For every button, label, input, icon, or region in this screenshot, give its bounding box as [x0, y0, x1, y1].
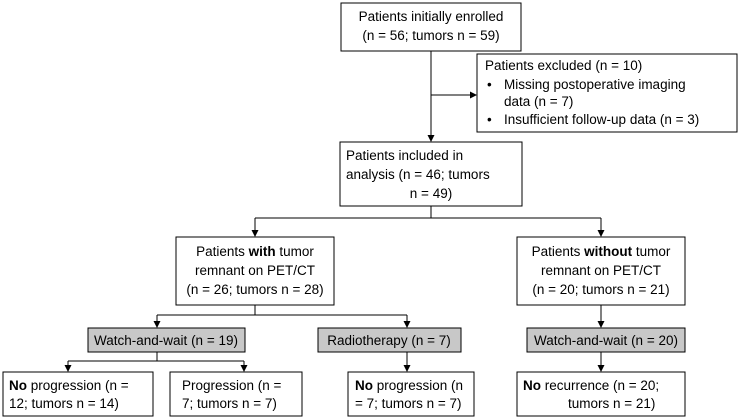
with-remnant-line1: Patients with tumor: [196, 244, 314, 259]
included-line3: n = 49): [410, 186, 452, 201]
radiotherapy-label: Radiotherapy (n = 7): [327, 333, 450, 348]
box-progression-ww: Progression (n = 7; tumors n = 7): [169, 371, 303, 417]
progression-ww-line2: 7; tumors n = 7): [182, 396, 277, 411]
box-included: Patients included in analysis (n = 46; t…: [339, 141, 523, 207]
box-watch-and-wait-with: Watch-and-wait (n = 19): [87, 327, 246, 353]
excluded-title: Patients excluded (n = 10): [485, 58, 642, 73]
box-without-remnant: Patients without tumor remnant on PET/CT…: [516, 236, 686, 306]
no-progression-rt-line1: No progression (n: [355, 378, 463, 393]
box-watch-and-wait-without: Watch-and-wait (n = 20): [526, 327, 686, 353]
without-remnant-line3: (n = 20; tumors n = 21): [532, 282, 669, 297]
no-progression-rt-line2: = 7; tumors n = 7): [355, 396, 462, 411]
without-remnant-line1: Patients without tumor: [532, 244, 671, 259]
no-recurrence-line2: tumors n = 21): [568, 396, 655, 411]
box-excluded: Patients excluded (n = 10) • Missing pos…: [476, 53, 738, 133]
box-no-progression-ww: No progression (n = 12; tumors n = 14): [2, 371, 154, 417]
box-enrolled: Patients initially enrolled (n = 56; tum…: [340, 2, 522, 52]
excluded-item2: Insufficient follow-up data (n = 3): [504, 112, 699, 127]
box-radiotherapy: Radiotherapy (n = 7): [317, 327, 462, 353]
no-progression-ww-line2: 12; tumors n = 14): [9, 396, 119, 411]
box-no-recurrence: No recurrence (n = 20; tumors n = 21): [516, 371, 686, 417]
with-remnant-line2: remnant on PET/CT: [195, 263, 315, 278]
progression-ww-line1: Progression (n =: [182, 378, 282, 393]
with-remnant-line3: (n = 26; tumors n = 28): [186, 282, 323, 297]
included-line2: analysis (n = 46; tumors: [346, 167, 490, 182]
without-remnant-line2: remnant on PET/CT: [541, 263, 661, 278]
connectors: [64, 51, 605, 372]
excluded-item1-line2: data (n = 7): [504, 94, 573, 109]
excluded-bullet-2: •: [487, 112, 492, 127]
box-no-progression-rt: No progression (n = 7; tumors n = 7): [347, 371, 475, 417]
excluded-item1-line1: Missing postoperative imaging: [504, 77, 686, 92]
watch-and-wait-with-label: Watch-and-wait (n = 19): [94, 333, 238, 348]
watch-and-wait-without-label: Watch-and-wait (n = 20): [534, 333, 678, 348]
no-progression-ww-line1: No progression (n =: [9, 378, 129, 393]
box-with-remnant: Patients with tumor remnant on PET/CT (n…: [175, 236, 335, 306]
enrolled-line2: (n = 56; tumors n = 59): [362, 28, 499, 43]
no-recurrence-line1: No recurrence (n = 20;: [523, 378, 659, 393]
excluded-bullet-1: •: [487, 77, 492, 92]
included-line1: Patients included in: [346, 148, 463, 163]
enrolled-line1: Patients initially enrolled: [359, 9, 504, 24]
